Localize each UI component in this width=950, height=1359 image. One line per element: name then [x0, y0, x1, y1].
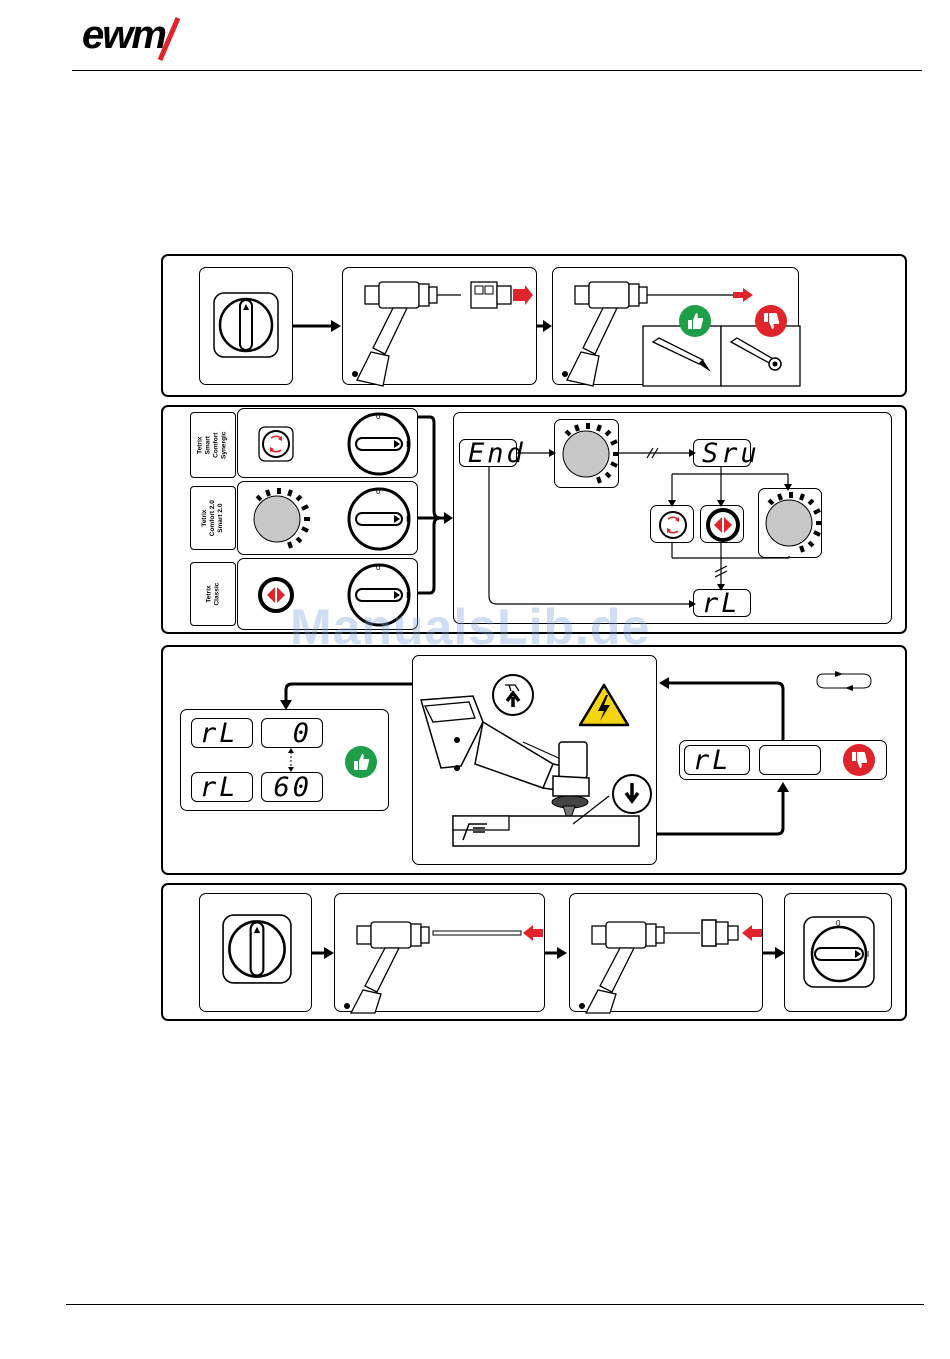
- brace-connector: [416, 415, 456, 625]
- model-label-comfort-smart-2: Tetrix Comfort 2.0 Smart 2.0: [190, 486, 236, 550]
- flow-connectors: [453, 412, 892, 624]
- svg-text:0: 0: [836, 919, 841, 928]
- rotary-knob-icon[interactable]: [244, 484, 314, 554]
- program-button-icon[interactable]: [258, 426, 294, 462]
- arrow-right-up-icon: [655, 778, 790, 838]
- selector-button-icon[interactable]: [258, 577, 294, 613]
- main-switch-icon: [222, 914, 292, 984]
- display-param: rL: [191, 718, 253, 748]
- torch-fit-cap-box: [569, 893, 763, 1012]
- main-switch-on-icon: 0 I: [803, 916, 875, 988]
- svg-text:I: I: [406, 515, 408, 524]
- high-voltage-warning-icon: [578, 683, 630, 727]
- display-value: 60: [261, 772, 323, 802]
- arrow-up-left-icon: [655, 673, 790, 743]
- thumb-up-icon: [344, 745, 378, 779]
- arrow-right-icon: [545, 945, 569, 961]
- power-switch-off-box: [199, 267, 293, 385]
- thumb-down-icon: [842, 743, 876, 777]
- power-switch-on-box: 0 I: [784, 893, 892, 1012]
- torch-lift-icon: [491, 673, 535, 717]
- thumb-up-icon: [678, 304, 712, 338]
- tig-torch-icon: [570, 894, 764, 1013]
- arrow-right-icon: [312, 945, 336, 961]
- tig-torch-icon: [343, 268, 538, 386]
- thumb-down-icon: [754, 304, 788, 338]
- torch-ignition-box: [412, 655, 657, 865]
- display-value: 0: [261, 718, 323, 748]
- main-switch-icon: [213, 292, 279, 358]
- torch-remove-electrode-box: [342, 267, 537, 385]
- torch-insert-electrode-box: [334, 893, 545, 1012]
- svg-text:0: 0: [376, 412, 381, 421]
- power-switch-off-box: [199, 893, 312, 1012]
- header-rule: [72, 70, 922, 71]
- model-label-classic: Tetrix Classic: [190, 562, 236, 626]
- main-switch-on-icon: 0 I: [346, 411, 412, 477]
- electrode-check-box: [552, 267, 799, 385]
- torch-lower-icon: [611, 773, 653, 815]
- display-param: rL: [191, 772, 253, 802]
- svg-text:I: I: [867, 950, 869, 959]
- range-arrow-icon: [284, 748, 298, 772]
- arrow-right-icon: [537, 318, 553, 334]
- tig-torch-icon: [335, 894, 546, 1013]
- repeat-loop-icon: [813, 670, 875, 692]
- main-switch-on-icon: 0 I: [346, 486, 412, 552]
- svg-text:0: 0: [376, 487, 381, 496]
- model-label-smart-comfort-synergic: Tetrix Smart Comfort Synergic: [190, 412, 236, 478]
- svg-text:ewm: ewm: [82, 13, 165, 57]
- arrow-left-down-icon: [278, 678, 418, 712]
- display-param: rL: [684, 745, 750, 775]
- display-value-empty: [759, 745, 821, 775]
- arrow-right-icon: [293, 318, 343, 334]
- ewm-logo: ewm: [82, 14, 212, 64]
- footer-rule: [66, 1304, 924, 1305]
- svg-text:0: 0: [376, 563, 381, 572]
- svg-text:I: I: [406, 440, 408, 449]
